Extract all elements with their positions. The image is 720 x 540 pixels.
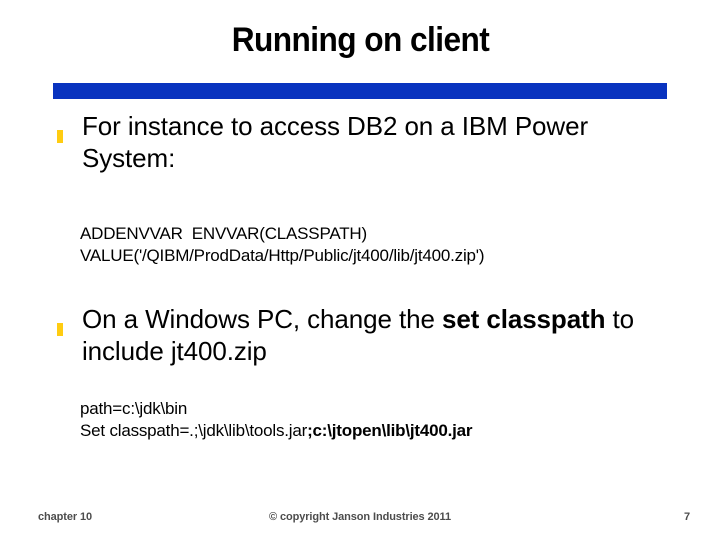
footer-copyright-label: © copyright Janson Industries 2011 <box>269 511 451 523</box>
code-block-2-line-1: path=c:\jdk\bin <box>80 399 188 418</box>
slide-footer: chapter 10 © copyright Janson Industries… <box>0 505 720 533</box>
bullet-marker-icon <box>57 130 63 143</box>
title-divider-bar <box>53 83 667 99</box>
code-block-2-line-2: Set classpath=.;\jdk\lib\tools.jar;c:\jt… <box>80 421 473 440</box>
code-block-2: path=c:\jdk\bin Set classpath=.;\jdk\lib… <box>0 398 720 442</box>
code-block-1-line-2: VALUE('/QIBM/ProdData/Http/Public/jt400/… <box>80 246 485 265</box>
bullet-item-1-text: For instance to access DB2 on a IBM Powe… <box>82 111 589 173</box>
code-block-1: ADDENVVAR ENVVAR(CLASSPATH) VALUE('/QIBM… <box>0 223 720 267</box>
bullet-item-1: For instance to access DB2 on a IBM Powe… <box>0 110 720 174</box>
code-block-1-line-1: ADDENVVAR ENVVAR(CLASSPATH) <box>80 224 367 243</box>
bullet-marker-icon <box>57 323 63 336</box>
footer-chapter-label: chapter 10 <box>38 511 93 523</box>
page-title: Running on client <box>231 21 490 59</box>
bullet-item-2-text: On a Windows PC, change the set classpat… <box>82 304 635 366</box>
footer-page-number: 7 <box>683 511 690 523</box>
bullet-item-2: On a Windows PC, change the set classpat… <box>0 303 720 367</box>
